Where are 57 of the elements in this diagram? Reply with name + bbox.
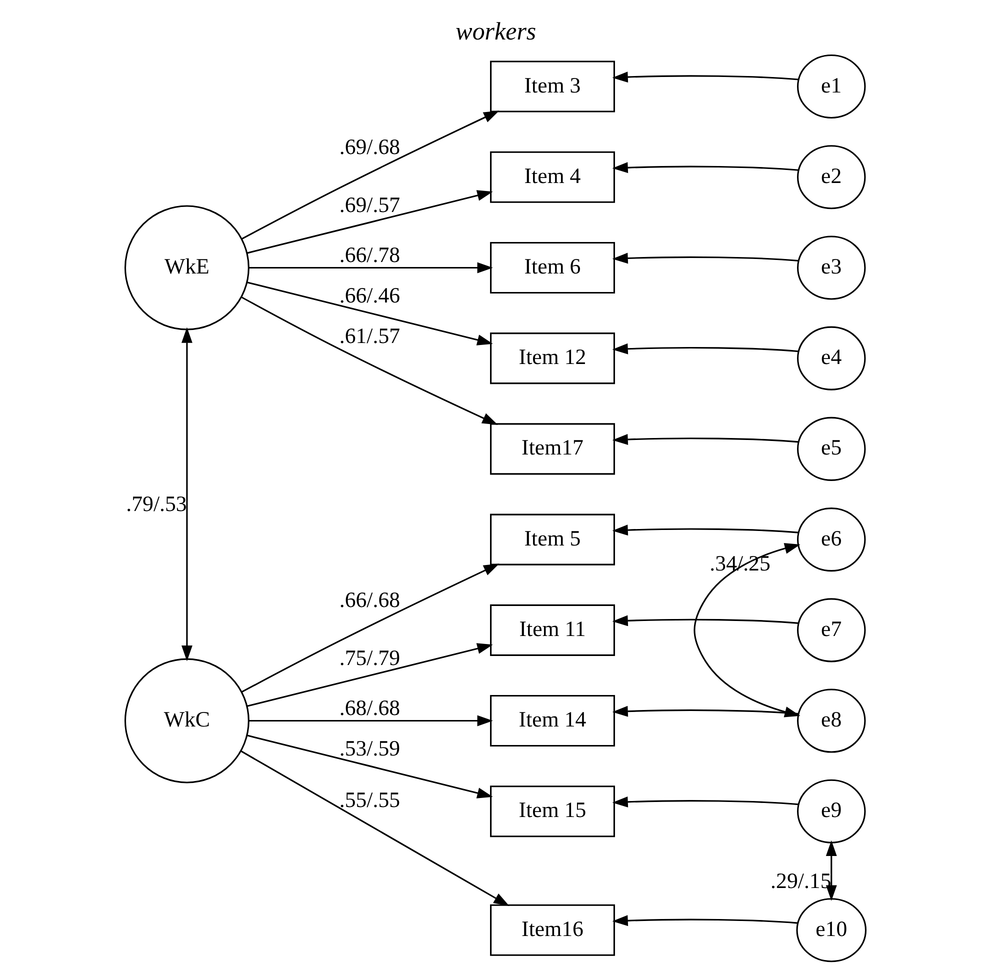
edge-label: .66/.78 (339, 242, 400, 267)
edge-label: .55/.55 (339, 788, 400, 812)
arrow (612, 796, 799, 808)
edge-label: .53/.59 (339, 736, 400, 760)
edge-label: .69/.57 (339, 192, 400, 217)
arrow (246, 190, 493, 254)
diagram-title: workers (456, 18, 536, 46)
node-circle: e2 (797, 145, 866, 210)
arrow (612, 343, 799, 354)
arrow (181, 327, 192, 662)
node-circle: e4 (797, 326, 866, 390)
arrow (612, 615, 799, 626)
arrow (248, 715, 493, 726)
arrow (246, 734, 493, 798)
arrow (242, 564, 500, 693)
node-circle: e10 (796, 898, 867, 962)
edge-label: .29/.15 (770, 868, 832, 893)
arrow (612, 915, 798, 926)
edge-label: .69/.68 (339, 134, 400, 159)
node-circle: e6 (797, 508, 866, 572)
node-box: Item17 (490, 423, 615, 475)
edge-label: .66/.46 (339, 283, 400, 308)
node-box: Item16 (490, 904, 615, 956)
node-box: Item 4 (490, 151, 615, 203)
arrow (612, 162, 799, 174)
arrow (612, 252, 799, 264)
edge-label: .61/.57 (339, 324, 400, 348)
arrow (612, 524, 799, 536)
arrow (246, 282, 493, 346)
node-circle: e9 (797, 779, 866, 844)
node-box: Item 14 (490, 695, 615, 747)
edge-label: .79/.53 (126, 492, 187, 516)
arrow (242, 296, 498, 425)
arrow (248, 262, 493, 274)
node-circle: e1 (797, 54, 866, 119)
arrow (612, 706, 799, 717)
edge-label: .75/.79 (339, 646, 400, 670)
arrow (612, 72, 799, 83)
node-circle: e8 (797, 688, 866, 753)
arrow (246, 643, 493, 707)
node-circle: e5 (797, 416, 866, 481)
node-circle: WkE (124, 205, 250, 330)
arrow (612, 434, 799, 445)
node-circle: e7 (797, 598, 866, 662)
node-box: Item 11 (490, 604, 615, 656)
node-circle: WkC (124, 658, 250, 784)
node-box: Item 15 (490, 786, 615, 838)
edge-label: .68/.68 (339, 696, 400, 720)
edge-label: .66/.68 (339, 588, 400, 612)
node-circle: e3 (797, 236, 866, 300)
node-box: Item 12 (490, 332, 615, 384)
arrow (826, 840, 837, 901)
node-box: Item 6 (490, 242, 615, 294)
arrow (242, 110, 500, 240)
node-box: Item 5 (490, 514, 615, 566)
node-box: Item 3 (490, 60, 615, 112)
arrow (240, 750, 510, 906)
